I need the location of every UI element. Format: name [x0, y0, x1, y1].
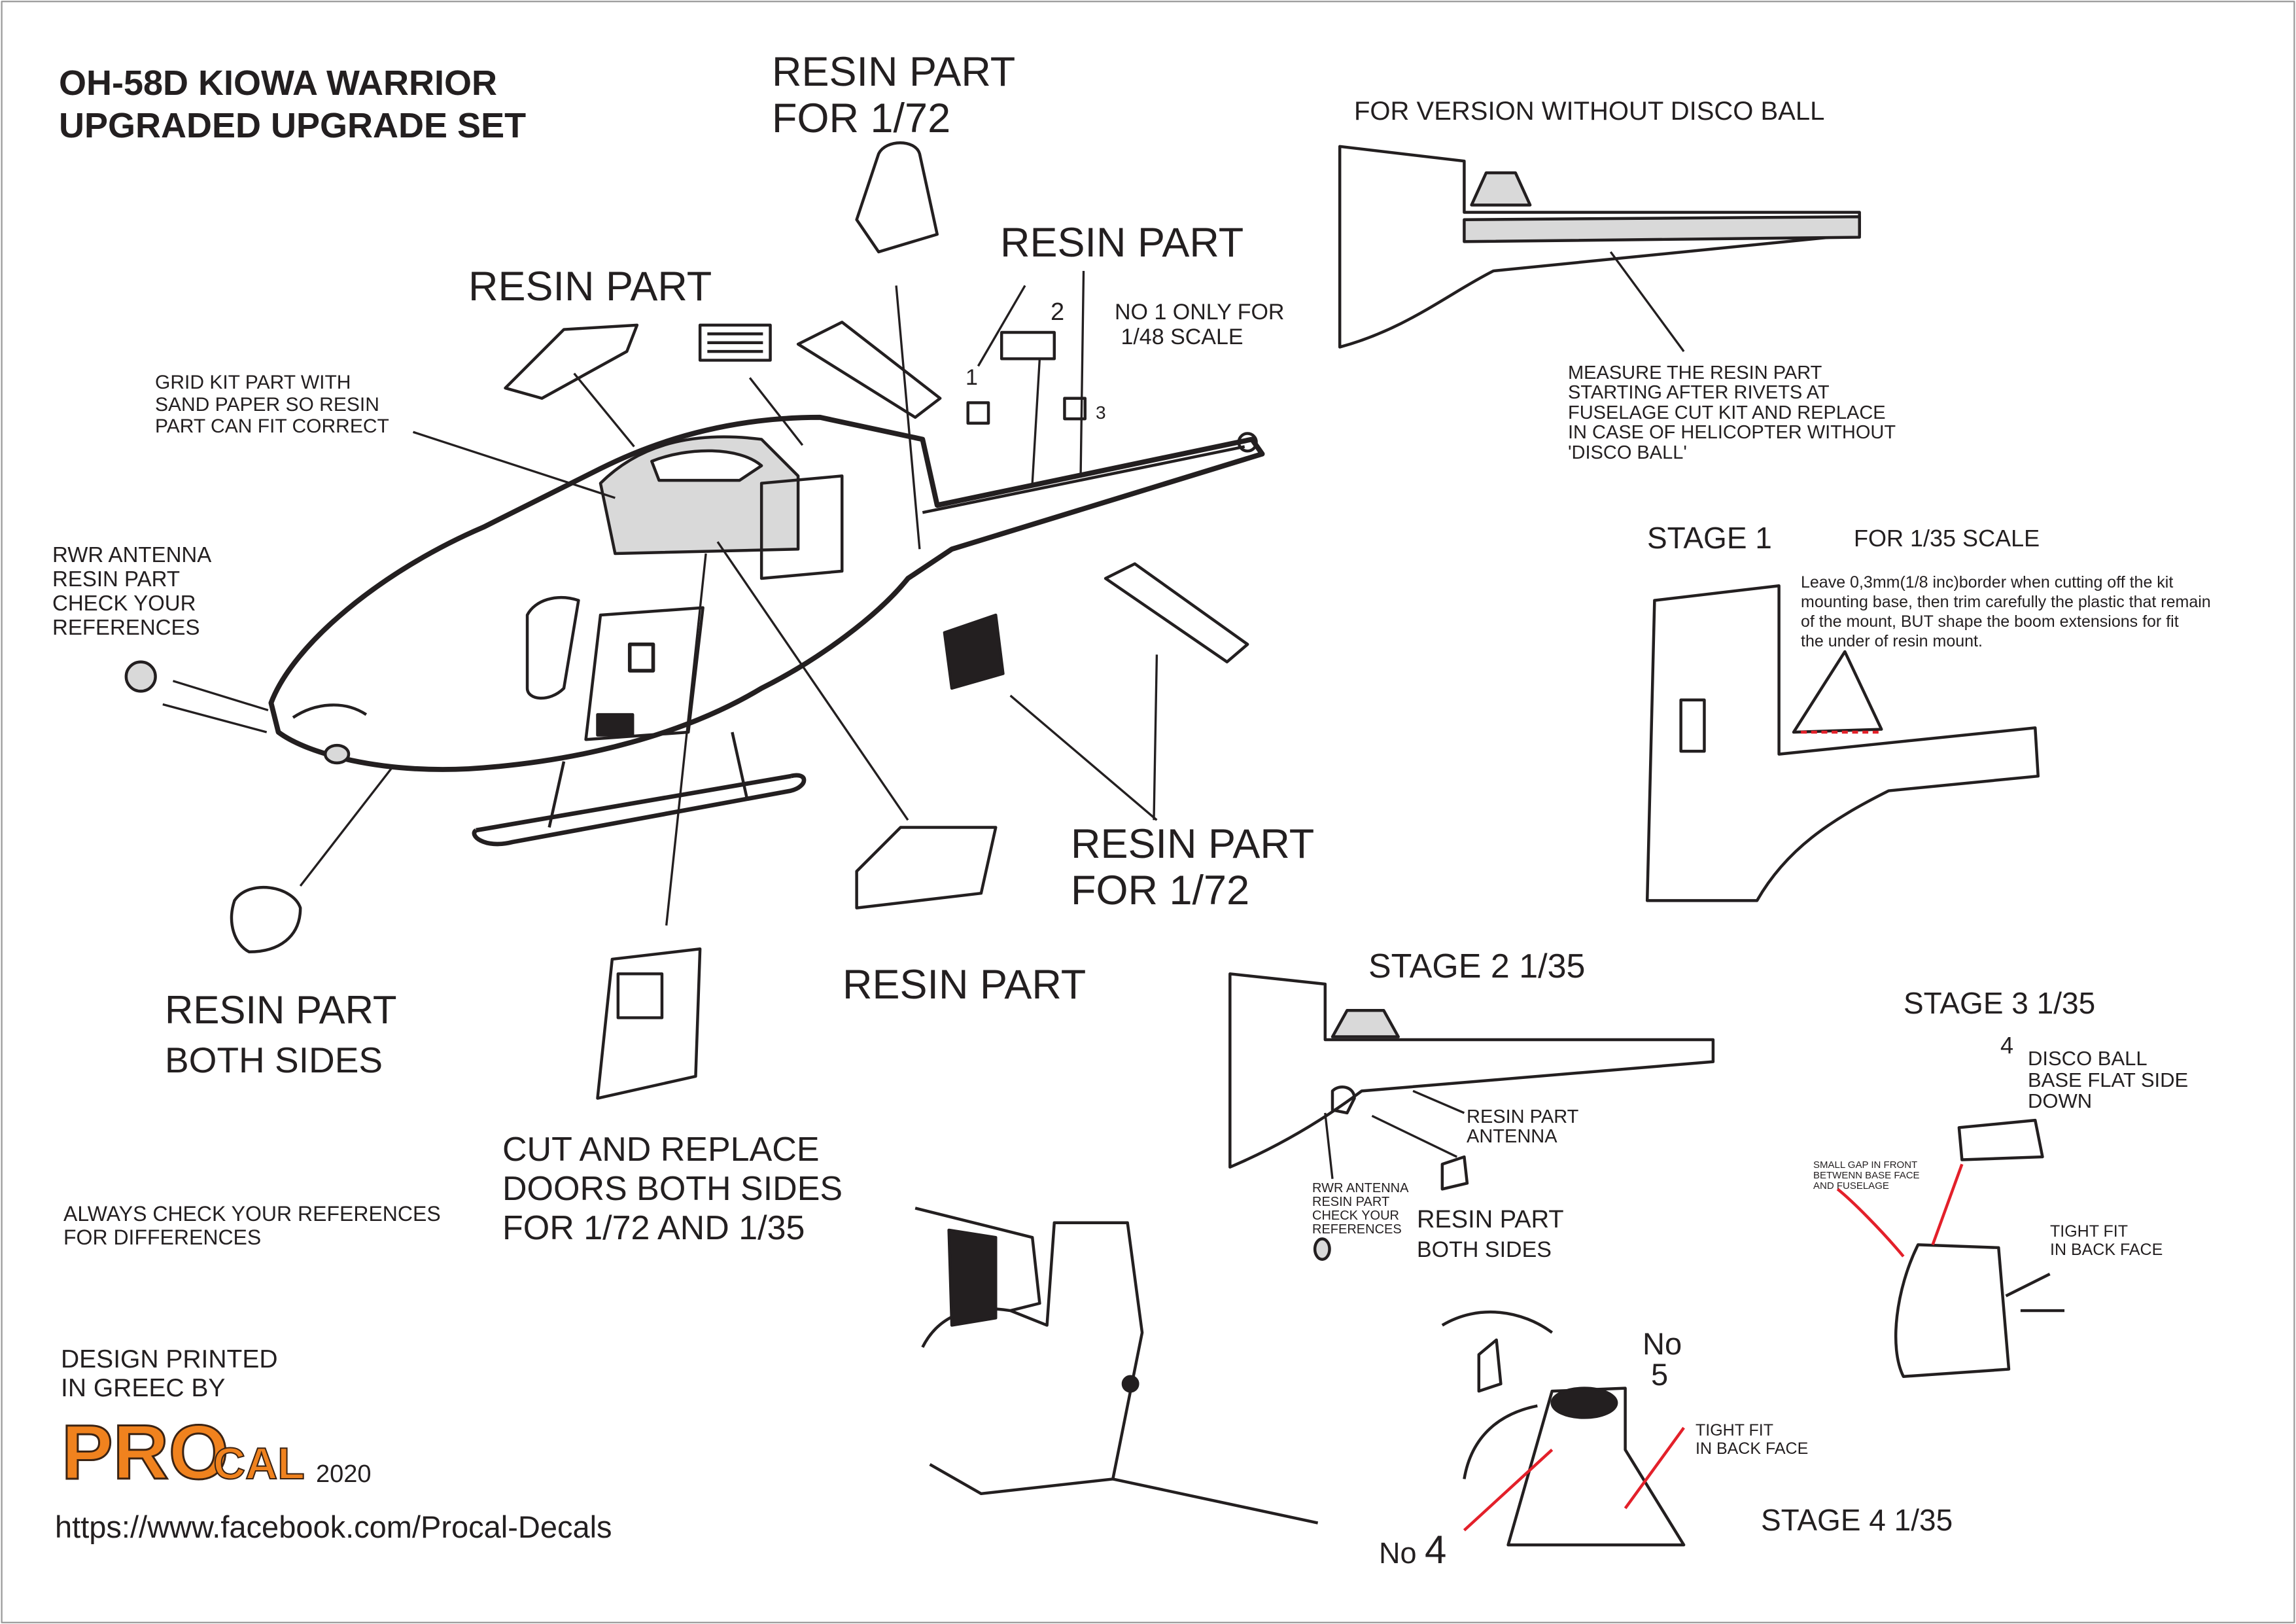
boom-without-disco-ball: [1338, 145, 1861, 349]
helicopter-main-drawing: [268, 414, 1265, 847]
stage1-scale: FOR 1/35 SCALE: [1854, 525, 2040, 552]
stage4-no4: No 4: [1379, 1528, 1446, 1572]
stage4-tight-fit: TIGHT FIT IN BACK FACE: [1696, 1421, 1809, 1458]
stage3-title: STAGE 3 1/35: [1904, 986, 2096, 1020]
logo-cal: CAL: [213, 1439, 305, 1485]
stage2-rwr-label: RWR ANTENNA RESIN PART CHECK YOUR REFERE…: [1312, 1181, 1409, 1237]
stage3-disco-note: DISCO BALL BASE FLAT SIDE DOWN: [2028, 1047, 2189, 1113]
version-title: FOR VERSION WITHOUT DISCO BALL: [1354, 97, 1825, 126]
label-resin-172-top: RESIN PART FOR 1/72: [772, 49, 1016, 141]
stage4-no4-prefix: No: [1379, 1536, 1417, 1570]
facebook-link[interactable]: https://www.facebook.com/Procal-Decals: [55, 1509, 612, 1544]
label-year: 2020: [316, 1460, 372, 1488]
label-resin-both-sides: RESIN PART: [165, 988, 397, 1032]
label-design-printed: DESIGN PRINTED IN GREEC BY: [61, 1345, 278, 1402]
stage2-title: STAGE 2 1/35: [1368, 947, 1586, 985]
stage1-instructions: Leave 0,3mm(1/8 inc)border when cutting …: [1801, 573, 2211, 650]
stage4-drawing: [914, 1207, 1686, 1547]
label-rwr-note: RWR ANTENNA RESIN PART CHECK YOUR REFERE…: [52, 542, 212, 639]
logo-pro: PRO: [61, 1413, 229, 1485]
label-cut-replace: CUT AND REPLACE DOORS BOTH SIDES FOR 1/7…: [502, 1131, 843, 1247]
stage1-title: STAGE 1: [1647, 521, 1772, 555]
title-line-1: OH-58D KIOWA WARRIOR: [59, 63, 498, 103]
stage3-gap-note: SMALL GAP IN FRONT BETWENN BASE FACE AND…: [1813, 1159, 1920, 1192]
label-always-check: ALWAYS CHECK YOUR REFERENCES FOR DIFFERE…: [63, 1202, 441, 1249]
label-resin-part-center: RESIN PART: [1000, 220, 1244, 266]
label-resin-part-left: RESIN PART: [468, 264, 712, 309]
measure-note: MEASURE THE RESIN PART STARTING AFTER RI…: [1568, 362, 1896, 463]
stage4-title: STAGE 4 1/35: [1761, 1503, 1953, 1537]
leader-lines: [162, 251, 1685, 926]
label-part-3: 3: [1096, 402, 1106, 423]
label-resin-part-bottom: RESIN PART: [843, 962, 1087, 1008]
stage3-drawing: [1836, 1118, 2065, 1379]
stage2-both-sides-label: BOTH SIDES: [1417, 1237, 1552, 1262]
stage2-drawing: [1228, 972, 1715, 1261]
procal-logo: PRO CAL: [61, 1413, 305, 1485]
stage2-resin-label: RESIN PART: [1417, 1206, 1564, 1233]
stage4-no4-number: 4: [1425, 1528, 1447, 1572]
label-part-2: 2: [1051, 298, 1065, 326]
stage4-no5: No 5: [1643, 1326, 1682, 1392]
stage2-antenna-label: RESIN PART ANTENNA: [1467, 1106, 1579, 1148]
stage3-tight-fit: TIGHT FIT IN BACK FACE: [2050, 1222, 2163, 1259]
title-line-2: UPGRADED UPGRADE SET: [59, 105, 527, 145]
label-resin-172-lower: RESIN PART FOR 1/72: [1071, 821, 1315, 913]
stage3-part-number: 4: [2000, 1032, 2014, 1059]
label-part-1: 1: [965, 365, 978, 390]
label-grid-note: GRID KIT PART WITH SAND PAPER SO RESIN P…: [155, 372, 389, 438]
label-both-sides: BOTH SIDES: [165, 1040, 383, 1080]
resin-parts: [124, 141, 1249, 1100]
label-no1-note: NO 1 ONLY FOR 1/48 SCALE: [1115, 300, 1285, 350]
stage1-drawing: [1645, 584, 2040, 902]
